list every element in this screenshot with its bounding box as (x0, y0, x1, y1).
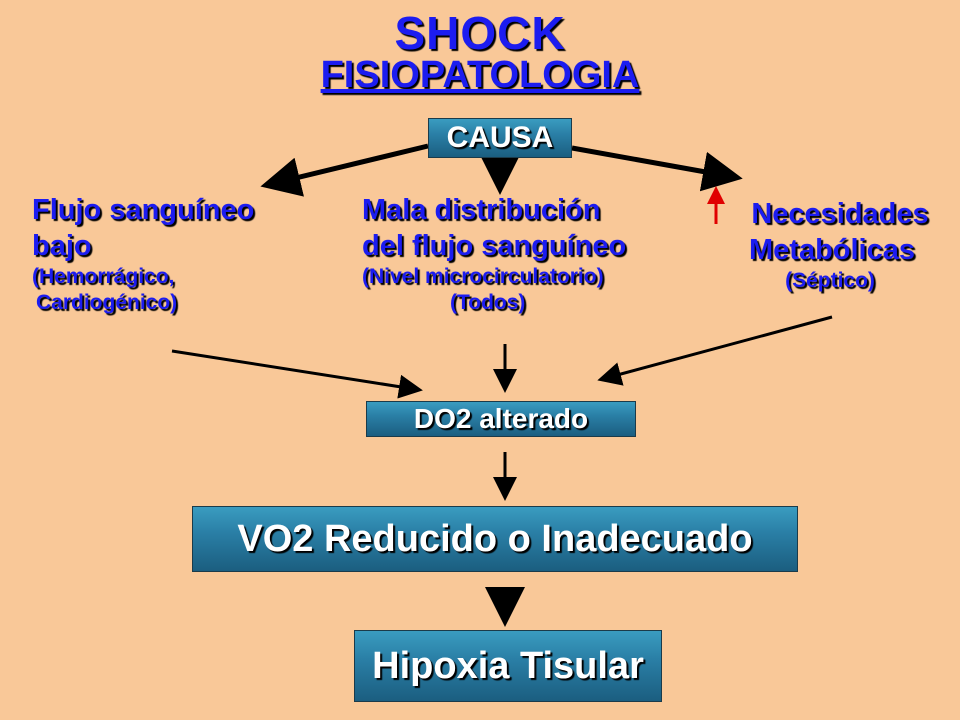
middle-branch-line2: del flujo sanguíneo (362, 230, 627, 262)
left-branch-line3: (Hemorrágico, (32, 265, 175, 288)
middle-branch-line1: Mala distribución (362, 194, 601, 226)
arrow-left-to-do2 (171, 349, 423, 399)
right-branch-line2: Metabólicas (749, 234, 915, 266)
vo2-box: VO2 Reducido o Inadecuado (192, 506, 798, 572)
middle-branch-line3: (Nivel microcirculatorio) (362, 265, 604, 288)
hipoxia-box: Hipoxia Tisular (354, 630, 662, 702)
left-branch-line1: Flujo sanguíneo (32, 194, 255, 226)
cause-box: CAUSA (428, 118, 572, 158)
middle-branch-line4: (Todos) (450, 291, 526, 314)
right-branch-line1: Necesidades (751, 198, 929, 230)
page-subtitle: FISIOPATOLOGIA (320, 54, 640, 96)
right-branch-line3: (Séptico) (785, 269, 875, 292)
do2-box: DO2 alterado (366, 401, 636, 437)
arrow-causa-to-right (571, 145, 743, 192)
left-branch-line4: Cardiogénico) (36, 291, 178, 314)
middle-branch: Mala distribución del flujo sanguíneo (N… (362, 192, 626, 316)
arrow-right-to-do2 (597, 315, 833, 386)
right-branch: Necesidades Metabólicas (Séptico) (712, 196, 952, 294)
arrow-causa-to-left (260, 143, 429, 197)
left-branch: Flujo sanguíneo bajo (Hemorrágico, Cardi… (32, 192, 254, 316)
left-branch-line2: bajo (32, 230, 92, 262)
page-title: SHOCK (394, 7, 566, 59)
